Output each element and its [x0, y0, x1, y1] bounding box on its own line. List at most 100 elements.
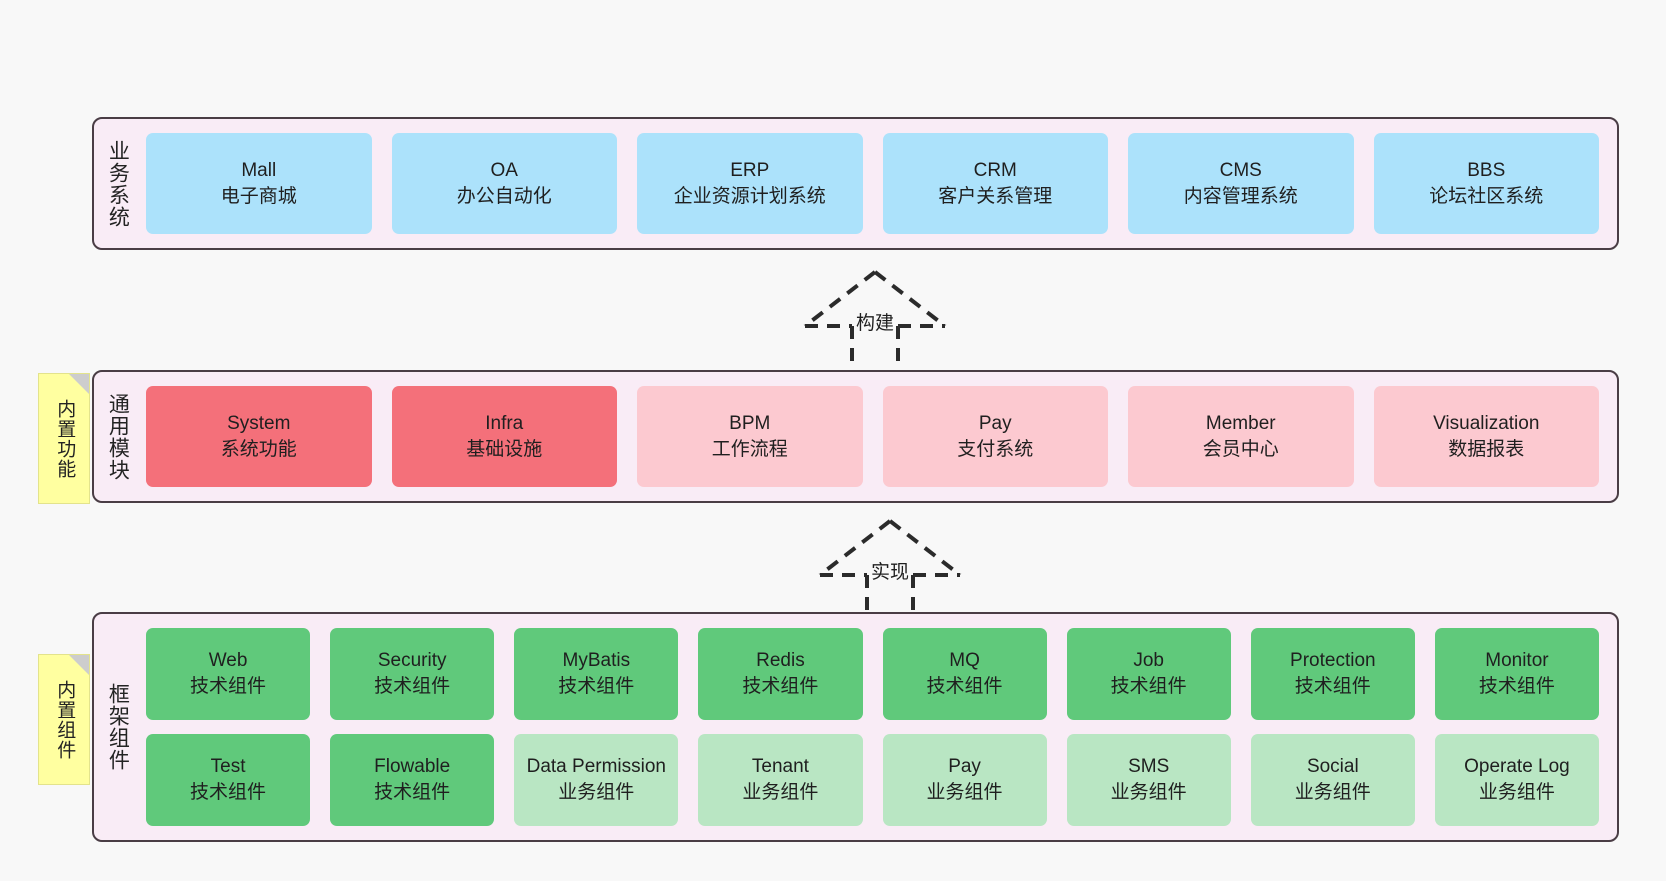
card-title-en: Protection: [1290, 650, 1376, 672]
card-title-en: Job: [1133, 650, 1164, 672]
arrow-label-build: 构建: [855, 313, 895, 334]
card-title-en: Data Permission: [526, 756, 666, 778]
generalization-arrow-build: 构建: [795, 268, 955, 368]
arrow-label-implement: 实现: [870, 562, 910, 583]
card-framework-job[interactable]: Job 技术组件: [1066, 628, 1231, 720]
sticky-note-builtin-components: 内置组件: [38, 654, 90, 785]
card-framework-mq[interactable]: MQ 技术组件: [882, 628, 1047, 720]
card-title-cn: 支付系统: [957, 438, 1034, 460]
card-framework-test[interactable]: Test 技术组件: [146, 734, 311, 826]
card-title-en: System: [227, 412, 291, 434]
card-title-cn: 技术组件: [190, 676, 267, 697]
card-common-visualization[interactable]: Visualization 数据报表: [1373, 386, 1599, 487]
card-framework-data-permission[interactable]: Data Permission 业务组件: [514, 734, 679, 826]
card-business-erp[interactable]: ERP 企业资源计划系统: [637, 133, 863, 234]
card-framework-mybatis[interactable]: MyBatis 技术组件: [514, 628, 679, 720]
card-common-infra[interactable]: Infra 基础设施: [391, 386, 617, 487]
card-title-cn: 系统功能: [220, 438, 297, 460]
card-common-bpm[interactable]: BPM 工作流程: [637, 386, 863, 487]
card-title-cn: 基础设施: [466, 438, 543, 460]
sticky-note-builtin-features: 内置功能: [38, 373, 90, 504]
card-title-cn: 数据报表: [1448, 438, 1525, 460]
card-title-cn: 技术组件: [1294, 676, 1371, 697]
card-title-en: Infra: [485, 412, 524, 434]
card-title-en: BPM: [729, 412, 771, 434]
card-framework-security[interactable]: Security 技术组件: [330, 628, 495, 720]
card-title-cn: 技术组件: [558, 676, 635, 697]
card-title-cn: 工作流程: [711, 438, 788, 460]
generalization-arrow-implement: 实现: [810, 517, 970, 617]
card-title-cn: 业务组件: [558, 782, 635, 803]
card-title-en: CMS: [1219, 159, 1262, 181]
card-title-en: Operate Log: [1464, 756, 1570, 778]
layer-framework-component-title: 框架组件: [106, 683, 130, 771]
card-title-cn: 技术组件: [742, 676, 819, 697]
card-title-en: Social: [1306, 756, 1359, 778]
card-title-en: Pay: [948, 756, 981, 778]
card-title-en: Test: [210, 756, 246, 778]
layer-business-system-title: 业务系统: [106, 139, 130, 228]
card-title-cn: 办公自动化: [456, 185, 552, 207]
card-title-cn: 客户关系管理: [938, 185, 1053, 207]
card-title-cn: 业务组件: [1110, 782, 1187, 803]
card-title-cn: 技术组件: [190, 782, 267, 803]
note-fold-corner-icon: [69, 374, 89, 394]
layer-common-module-title: 通用模块: [106, 392, 130, 481]
sticky-note-builtin-components-label: 内置组件: [54, 679, 76, 760]
card-framework-social[interactable]: Social 业务组件: [1250, 734, 1415, 826]
sticky-note-builtin-features-label: 内置功能: [54, 398, 76, 479]
card-business-oa[interactable]: OA 办公自动化: [391, 133, 617, 234]
card-title-cn: 业务组件: [1294, 782, 1371, 803]
card-title-en: Visualization: [1433, 412, 1540, 434]
card-title-cn: 技术组件: [374, 676, 451, 697]
card-title-en: Flowable: [374, 756, 451, 778]
card-title-en: BBS: [1467, 159, 1506, 181]
card-title-cn: 业务组件: [1478, 782, 1555, 803]
card-title-cn: 技术组件: [1110, 676, 1187, 697]
card-title-en: Member: [1205, 412, 1276, 434]
card-framework-pay[interactable]: Pay 业务组件: [882, 734, 1047, 826]
card-title-cn: 技术组件: [926, 676, 1003, 697]
card-title-en: Tenant: [751, 756, 809, 778]
card-business-bbs[interactable]: BBS 论坛社区系统: [1373, 133, 1599, 234]
card-title-en: Security: [377, 650, 447, 672]
card-title-en: MyBatis: [562, 650, 631, 672]
card-business-crm[interactable]: CRM 客户关系管理: [882, 133, 1108, 234]
card-title-en: ERP: [730, 159, 770, 181]
card-title-en: MQ: [949, 650, 980, 672]
card-title-cn: 技术组件: [1478, 676, 1555, 697]
card-framework-protection[interactable]: Protection 技术组件: [1250, 628, 1415, 720]
card-title-cn: 企业资源计划系统: [673, 185, 826, 207]
card-framework-operate-log[interactable]: Operate Log 业务组件: [1434, 734, 1599, 826]
card-title-en: CRM: [973, 159, 1017, 181]
card-title-cn: 论坛社区系统: [1429, 185, 1544, 207]
card-title-cn: 业务组件: [742, 782, 819, 803]
card-title-cn: 业务组件: [926, 782, 1003, 803]
card-common-system[interactable]: System 系统功能: [146, 386, 372, 487]
note-fold-corner-icon: [69, 655, 89, 675]
card-title-en: OA: [490, 159, 518, 181]
card-title-cn: 电子商城: [220, 185, 297, 207]
card-title-en: Web: [208, 650, 248, 672]
card-framework-tenant[interactable]: Tenant 业务组件: [698, 734, 863, 826]
card-framework-web[interactable]: Web 技术组件: [146, 628, 311, 720]
